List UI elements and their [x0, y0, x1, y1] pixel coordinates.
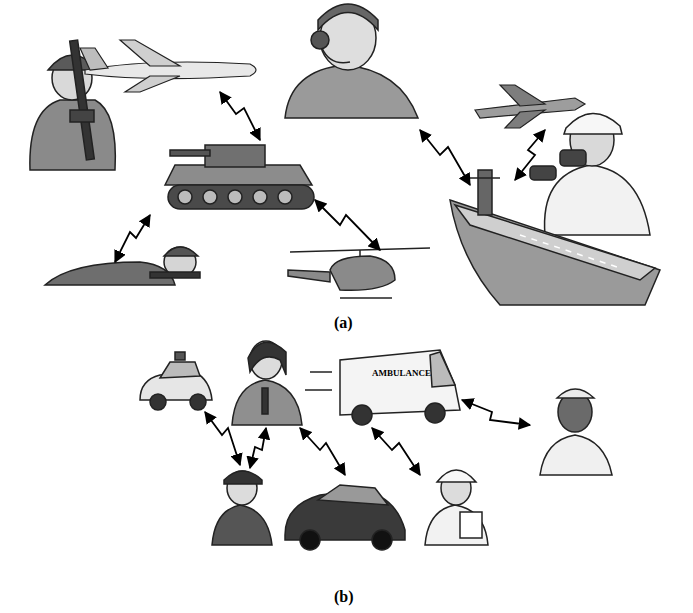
soldier-rifle: [30, 40, 115, 170]
prone-soldier: [45, 247, 200, 285]
pilot-headset: [285, 4, 418, 118]
tank: [165, 145, 314, 209]
doctor: [540, 389, 612, 475]
fighter-jet: [475, 85, 585, 128]
panel-label: (b): [334, 588, 354, 606]
aircraft-carrier: [450, 170, 660, 305]
ambulance: [305, 350, 460, 425]
panel-label: (a): [334, 314, 353, 332]
wireless-link: [205, 400, 530, 475]
car: [285, 485, 405, 550]
helicopter: [288, 248, 430, 298]
police-car: [140, 352, 212, 410]
wireless-link: [115, 92, 545, 262]
navy-officer: [530, 113, 650, 235]
newscaster: [232, 341, 302, 425]
jet-plane: [80, 40, 256, 92]
vehicle-text: AMBULANCE: [372, 368, 431, 378]
policeman: [212, 471, 272, 545]
engineer: [425, 470, 488, 545]
